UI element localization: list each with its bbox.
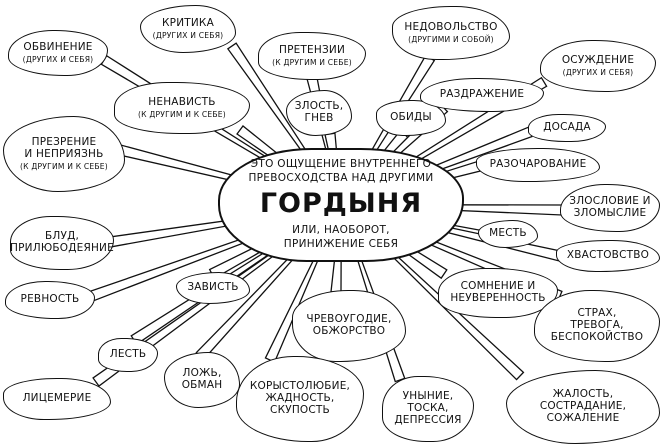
- center-line-2: ПРЕВОСХОДСТВА НАД ДРУГИМИ: [248, 172, 434, 184]
- bubble-label: РАЗДРАЖЕНИЕ: [439, 88, 525, 101]
- bubble-label: НЕУВЕРЕННОСТЬ: [450, 292, 546, 304]
- bubble-label: ПРЕЗРЕНИЕ: [31, 136, 97, 148]
- bubble-label: КОРЫСТОЛЮБИЕ,: [249, 380, 351, 393]
- bubble-revnost: РЕВНОСТЬ: [5, 281, 95, 319]
- bubble-label: ЖАДНОСТЬ,: [265, 392, 335, 405]
- bubble-nenavist: НЕНАВИСТЬ(К ДРУГИМ И К СЕБЕ): [114, 82, 250, 134]
- bubble-label: СТРАХ,: [577, 307, 617, 320]
- bubble-blud: БЛУД,ПРИЛЮБОДЕЯНИЕ: [10, 216, 114, 270]
- bubble-label: ОБМАН: [181, 379, 223, 391]
- bubble-label: РЕВНОСТЬ: [20, 293, 80, 306]
- bubble-label: ПРИЛЮБОДЕЯНИЕ: [10, 242, 114, 254]
- bubble-label: ХВАСТОВСТВО: [566, 249, 650, 262]
- bubble-lozh: ЛОЖЬ,ОБМАН: [164, 352, 240, 408]
- bubble-osuzhdenie: ОСУЖДЕНИЕ(ДРУГИХ И СЕБЯ): [540, 40, 656, 92]
- bubble-korystolyubie: КОРЫСТОЛЮБИЕ,ЖАДНОСТЬ,СКУПОСТЬ: [236, 356, 364, 442]
- bubble-lest: ЛЕСТЬ: [98, 338, 158, 372]
- bubble-zlost: ЗЛОСТЬ,ГНЕВ: [286, 90, 352, 136]
- bubble-sublabel: (ДРУГИХ И СЕБЯ): [562, 67, 634, 77]
- bubble-label: ОБИДЫ: [390, 111, 432, 124]
- bubble-nedovolstvo: НЕДОВОЛЬСТВО(ДРУГИМИ И СОБОЙ): [392, 6, 510, 60]
- bubble-kritika: КРИТИКА(ДРУГИХ И СЕБЯ): [140, 5, 236, 53]
- bubble-licemerie: ЛИЦЕМЕРИЕ: [3, 378, 111, 420]
- bubble-label: ЗАВИСТЬ: [187, 281, 239, 294]
- center-line-4: ПРИНИЖЕНИЕ СЕБЯ: [283, 238, 399, 250]
- bubble-sublabel: (ДРУГИХ И СЕБЯ): [152, 30, 224, 40]
- bubble-label: ДОСАДА: [543, 121, 591, 134]
- bubble-label: ЖАЛОСТЬ,: [552, 388, 614, 401]
- bubble-label: ЧРЕВОУГОДИЕ,: [306, 313, 392, 326]
- bubble-strah: СТРАХ,ТРЕВОГА,БЕСПОКОЙСТВО: [534, 290, 660, 362]
- bubble-label: ЗЛОСЛОВИЕ И: [569, 195, 651, 208]
- bubble-label: БЛУД,: [44, 230, 80, 243]
- bubble-dosada: ДОСАДА: [528, 114, 606, 142]
- bubble-label: МЕСТЬ: [489, 227, 527, 240]
- bubble-unynie: УНЫНИЕ,ТОСКА,ДЕПРЕССИЯ: [382, 376, 474, 442]
- bubble-label: ОБВИНЕНИЕ: [23, 40, 93, 53]
- center-line-1: ЭТО ОЩУЩЕНИЕ ВНУТРЕННЕГО: [250, 158, 432, 170]
- bubble-sublabel: (К ДРУГИМ И К СЕБЕ): [138, 109, 226, 119]
- center-title: ГОРДЫНЯ: [259, 188, 423, 219]
- bubble-razocharovanie: РАЗОЧАРОВАНИЕ: [476, 148, 600, 182]
- bubble-pretenzii: ПРЕТЕНЗИИ(К ДРУГИМ И СЕБЕ): [258, 32, 366, 80]
- bubble-label: БЕСПОКОЙСТВО: [550, 330, 644, 343]
- bubble-label: СОЖАЛЕНИЕ: [546, 411, 620, 424]
- bubble-label: ЗЛОМЫСЛИЕ: [573, 207, 647, 219]
- bubble-label: НЕНАВИСТЬ: [148, 95, 216, 108]
- bubble-label: ДЕПРЕССИЯ: [394, 413, 462, 426]
- bubble-zavist: ЗАВИСТЬ: [176, 272, 250, 304]
- bubble-label: ТОСКА,: [407, 402, 449, 415]
- bubble-hvastovstvo: ХВАСТОВСТВО: [556, 240, 660, 272]
- bubble-label: ЗЛОСТЬ,: [294, 100, 344, 113]
- bubble-label: КРИТИКА: [162, 16, 214, 29]
- central-concept-bubble: ЭТО ОЩУЩЕНИЕ ВНУТРЕННЕГО ПРЕВОСХОДСТВА Н…: [218, 148, 464, 262]
- bubble-label: РАЗОЧАРОВАНИЕ: [489, 158, 587, 171]
- bubble-label: ГНЕВ: [304, 112, 334, 124]
- bubble-label: СКУПОСТЬ: [270, 403, 330, 416]
- bubble-chrevougodie: ЧРЕВОУГОДИЕ,ОБЖОРСТВО: [292, 290, 406, 362]
- bubble-label: УНЫНИЕ,: [402, 390, 454, 403]
- bubble-label: ТРЕВОГА,: [570, 319, 624, 332]
- bubble-sublabel: (ДРУГИМИ И СОБОЙ): [408, 34, 494, 44]
- bubble-sublabel: (ДРУГИХ И СЕБЯ): [22, 54, 94, 64]
- bubble-label: ПРЕТЕНЗИИ: [278, 43, 346, 56]
- bubble-label: И НЕПРИЯЗНЬ: [24, 147, 104, 160]
- bubble-label: СОМНЕНИЕ И: [460, 280, 536, 293]
- bubble-label: ЛЕСТЬ: [109, 348, 147, 361]
- bubble-zhalost: ЖАЛОСТЬ,СОСТРАДАНИЕ,СОЖАЛЕНИЕ: [506, 370, 660, 444]
- bubble-label: ЛИЦЕМЕРИЕ: [22, 392, 92, 405]
- bubble-sublabel: (К ДРУГИМ И К СЕБЕ): [20, 161, 108, 171]
- bubble-label: СОСТРАДАНИЕ,: [539, 400, 627, 413]
- bubble-sublabel: (К ДРУГИМ И СЕБЕ): [272, 57, 352, 67]
- bubble-label: ОБЖОРСТВО: [312, 325, 386, 337]
- center-line-3: ИЛИ, НАОБОРОТ,: [292, 224, 390, 236]
- bubble-label: ОСУЖДЕНИЕ: [561, 53, 635, 66]
- bubble-label: НЕДОВОЛЬСТВО: [404, 20, 498, 33]
- bubble-obvinenie: ОБВИНЕНИЕ(ДРУГИХ И СЕБЯ): [8, 30, 108, 76]
- bubble-mest: МЕСТЬ: [478, 220, 538, 248]
- bubble-label: ЛОЖЬ,: [182, 367, 222, 380]
- bubble-razdrazhenie: РАЗДРАЖЕНИЕ: [420, 78, 544, 112]
